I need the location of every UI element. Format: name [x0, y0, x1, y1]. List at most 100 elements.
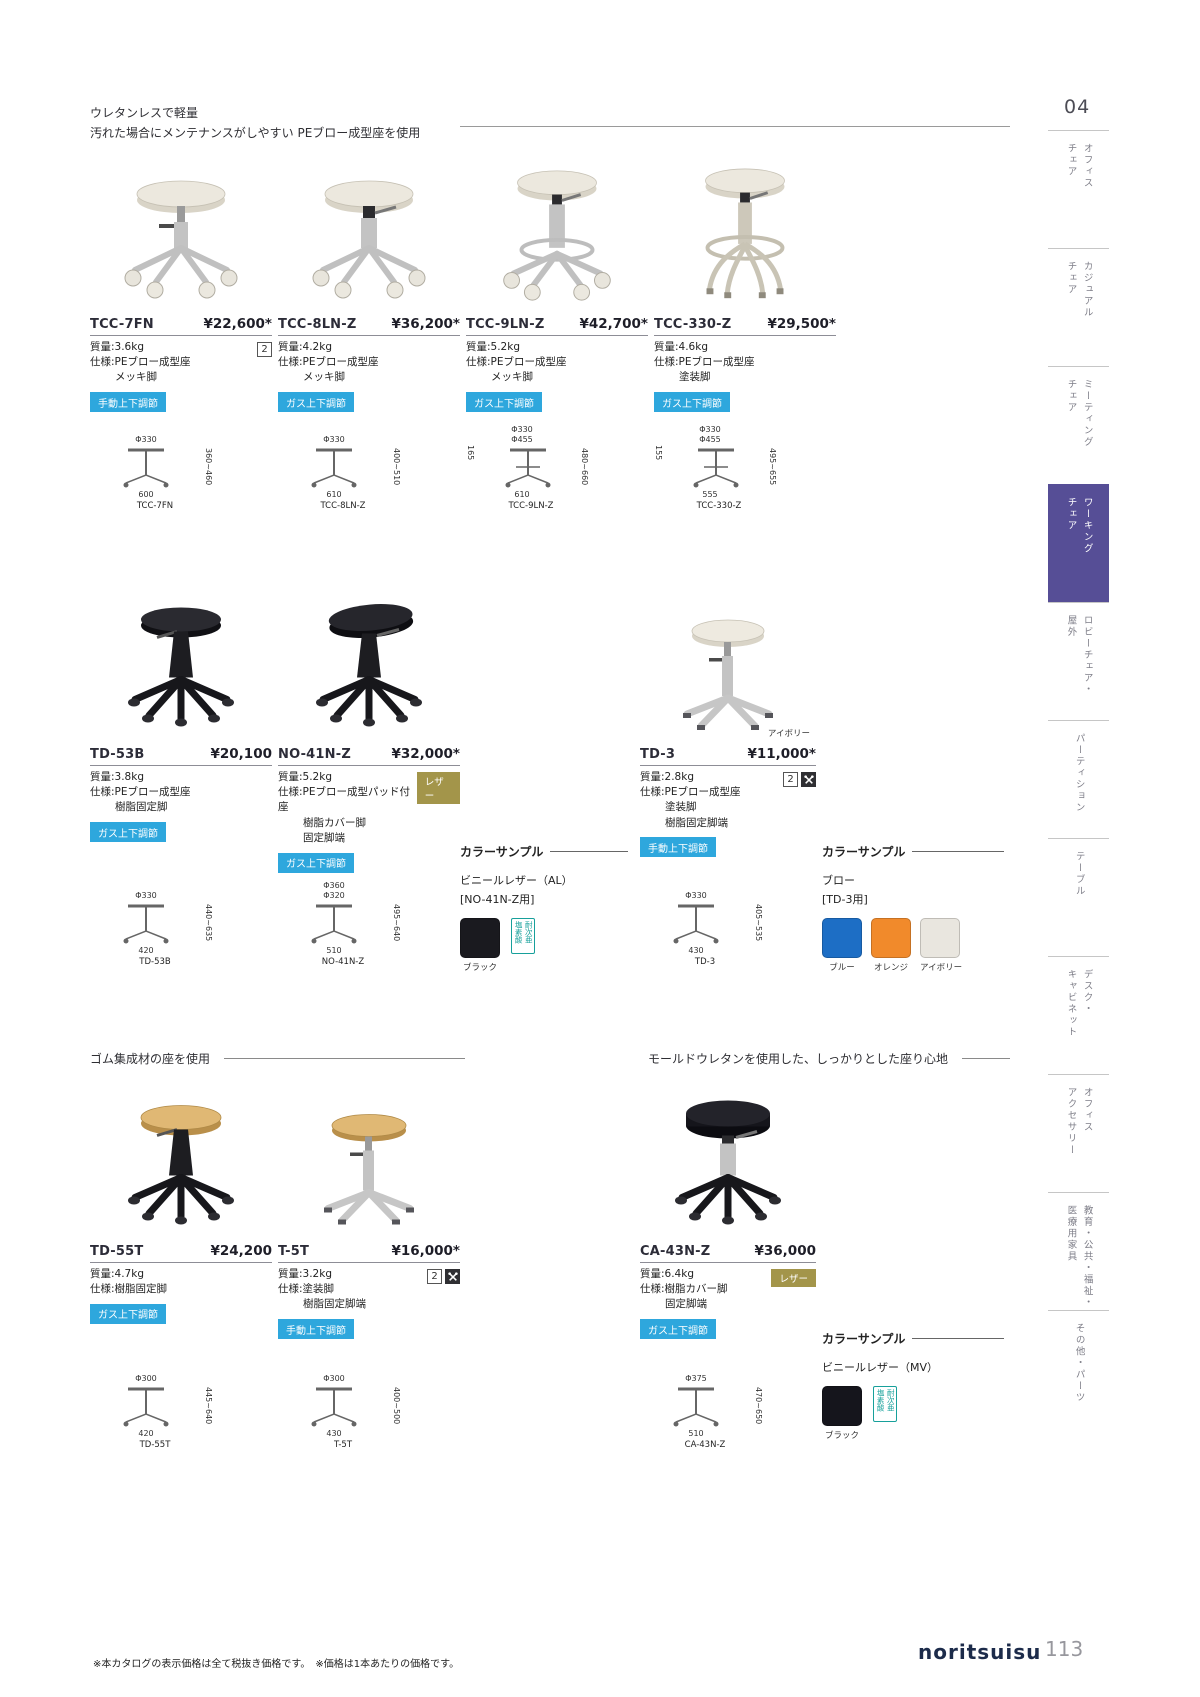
product-price: ¥32,000* [391, 746, 460, 762]
section-header-rule [224, 1058, 465, 1059]
dim-base-width: 510 [326, 946, 342, 955]
dim-base-width: 610 [514, 490, 530, 499]
product-name: NO-41N-Z [278, 747, 351, 762]
product-name: TCC-9LN-Z [466, 317, 545, 332]
stool-illustration [124, 180, 238, 299]
dim-caption: TCC-330-Z [696, 501, 742, 511]
dim-base-width: 510 [688, 1429, 704, 1438]
price-footnote: ※本カタログの表示価格は全て税抜き価格です。 ※価格は1本あたりの価格です。 [93, 1659, 460, 1670]
color-sample-subtitle: ブロー [822, 874, 855, 887]
dimension-diagram: Φ330 405~535 430 TD-3 [640, 891, 816, 967]
dim-ring-diameter: Φ455 [511, 435, 533, 444]
swatch-orange: オレンジ [871, 918, 911, 973]
product-card-tcc-7fn: TCC-7FN ¥22,600* 質量:3.6kg 仕様:PEブロー成型座 メッ… [90, 163, 272, 511]
swatch-label: オレンジ [873, 963, 908, 973]
dim-base-width: 600 [138, 490, 154, 499]
product-spec: 仕様:PEブロー成型座 [278, 356, 379, 369]
category-sidebar: 04 オフィス チェア カジュアル チェア ミーティング チェア ワーキング チ… [1048, 92, 1109, 1428]
dim-stool-glyph [673, 1387, 719, 1427]
dim-caption: TCC-8LN-Z [320, 501, 366, 511]
product-image-tcc-9ln-z [466, 163, 648, 311]
dim-stool-glyph [123, 448, 169, 488]
dim-stool-glyph [505, 448, 550, 488]
product-spec: 仕様:PEブロー成型座 [466, 356, 567, 369]
product-card-tcc-8ln-z: TCC-8LN-Z ¥36,200* 質量:4.2kg 仕様:PEブロー成型座 … [278, 163, 460, 511]
product-card-tcc-330-z: TCC-330-Z ¥29,500* 質量:4.6kg 仕様:PEブロー成型座 … [654, 163, 836, 511]
product-row-1: TCC-7FN ¥22,600* 質量:3.6kg 仕様:PEブロー成型座 メッ… [90, 163, 836, 511]
color-sample-note: [TD-3用] [822, 893, 868, 906]
section-header-rule [962, 1058, 1010, 1059]
color-sample-rule [912, 851, 1004, 852]
product-card-td-3: アイボリー TD-3 ¥11,000* 質量:2.8kg 仕様:PEブロー成型座… [640, 575, 816, 967]
product-price: ¥36,200* [391, 316, 460, 332]
dim-caption: NO-41N-Z [321, 957, 365, 967]
product-name: TD-55T [90, 1244, 144, 1259]
stool-illustration [316, 604, 422, 727]
product-price: ¥11,000* [747, 746, 816, 762]
product-image-no-41n-z [278, 575, 460, 741]
dim-caption: T-5T [333, 1440, 353, 1450]
product-card-ca-43n-z: CA-43N-Z ¥36,000 質量:6.4kg 仕様:樹脂カバー脚 固定脚端… [640, 1088, 816, 1450]
product-image-td-55t [90, 1088, 272, 1238]
quantity-2-icon: 2 [783, 772, 798, 787]
dimension-diagram: Φ330 440~635 420 TD-53B [90, 891, 272, 967]
intro-rule [460, 126, 1010, 127]
product-price: ¥16,000* [391, 1243, 460, 1259]
dim-stool-glyph [311, 448, 357, 488]
swatch-color [822, 1386, 862, 1426]
product-weight: 質量:4.7kg [90, 1268, 144, 1280]
dim-height-range: 405~535 [754, 904, 763, 942]
stool-illustration [675, 1100, 781, 1225]
swatch-color [460, 918, 500, 958]
product-spec-sub: メッキ脚 [303, 371, 345, 384]
adjustment-badge: ガス上下調節 [278, 392, 354, 413]
section-number: 04 [1064, 96, 1091, 118]
dim-seat-diameter: Φ330 [323, 435, 345, 444]
product-spec: 仕様:PEブロー成型座 [90, 356, 191, 369]
dim-height-range: 480~660 [580, 448, 589, 486]
product-price: ¥36,000 [754, 1243, 817, 1259]
product-weight: 質量:3.8kg [90, 771, 144, 783]
dim-height-range: 360~460 [204, 448, 213, 486]
color-sample-title: カラーサンプル [460, 845, 544, 859]
product-name: TCC-7FN [90, 317, 154, 332]
swatch-label: ブラック [462, 963, 497, 973]
product-spec: 仕様:PEブロー成型パッド付座 [278, 786, 411, 814]
product-image-tcc-330-z [654, 163, 836, 311]
product-price: ¥29,500* [767, 316, 836, 332]
color-sample-note: [NO-41N-Z用] [460, 893, 535, 906]
adjustment-badge: ガス上下調節 [654, 392, 730, 413]
product-spec-sub: メッキ脚 [491, 371, 533, 384]
product-weight: 質量:3.2kg [278, 1268, 332, 1280]
color-sample-title: カラーサンプル [822, 1332, 906, 1346]
product-image-tcc-7fn [90, 163, 272, 311]
dim-seat-diameter: Φ360 [323, 881, 345, 890]
color-sample-no-41n-z: カラーサンプル ビニールレザー（AL） [NO-41N-Z用] ブラック 耐次亜… [460, 843, 628, 973]
swatch-black: ブラック [822, 1386, 862, 1441]
product-price: ¥20,100 [210, 746, 273, 762]
dim-base-width: 610 [326, 490, 342, 499]
color-sample-subtitle: ビニールレザー（MV） [822, 1361, 939, 1374]
sidebar-item-casual-chair: カジュアル チェア [1048, 248, 1109, 366]
product-name: T-5T [278, 1244, 310, 1259]
section-header-rubber: ゴム集成材の座を使用 [90, 1052, 211, 1066]
page-intro: ウレタンレスで軽量 汚れた場合にメンテナンスがしやすい PEブロー成型座を使用 [90, 104, 1010, 144]
product-name-row: TCC-7FN ¥22,600* [90, 316, 272, 336]
product-card-t-5t: T-5T ¥16,000* 質量:3.2kg 仕様:塗装脚 樹脂固定脚端 2 手… [278, 1088, 460, 1450]
product-image-td-3: アイボリー [640, 575, 816, 741]
product-image-tcc-8ln-z [278, 163, 460, 311]
dim-stool-glyph [311, 904, 357, 944]
sidebar-item-desk-cabinet: デスク・ キャビネット [1048, 956, 1109, 1074]
product-spec: 仕様:PEブロー成型座 [654, 356, 755, 369]
adjustment-badge: ガス上下調節 [90, 1303, 166, 1324]
product-spec-sub: 固定脚端 [665, 1298, 707, 1311]
product-spec-sub: 樹脂カバー脚 [303, 816, 366, 829]
dim-height-range: 440~635 [204, 904, 213, 942]
dim-seat-diameter: Φ330 [511, 425, 533, 434]
swatch-ivory: アイボリー [920, 918, 962, 973]
dim-stool-glyph [123, 1387, 169, 1427]
color-sample-td-3: カラーサンプル ブロー [TD-3用] ブルー オレンジ アイボリー [822, 843, 1004, 973]
assembly-icon [801, 772, 816, 787]
product-weight: 質量:4.2kg [278, 341, 332, 353]
dim-ring-height: 165 [466, 445, 475, 461]
